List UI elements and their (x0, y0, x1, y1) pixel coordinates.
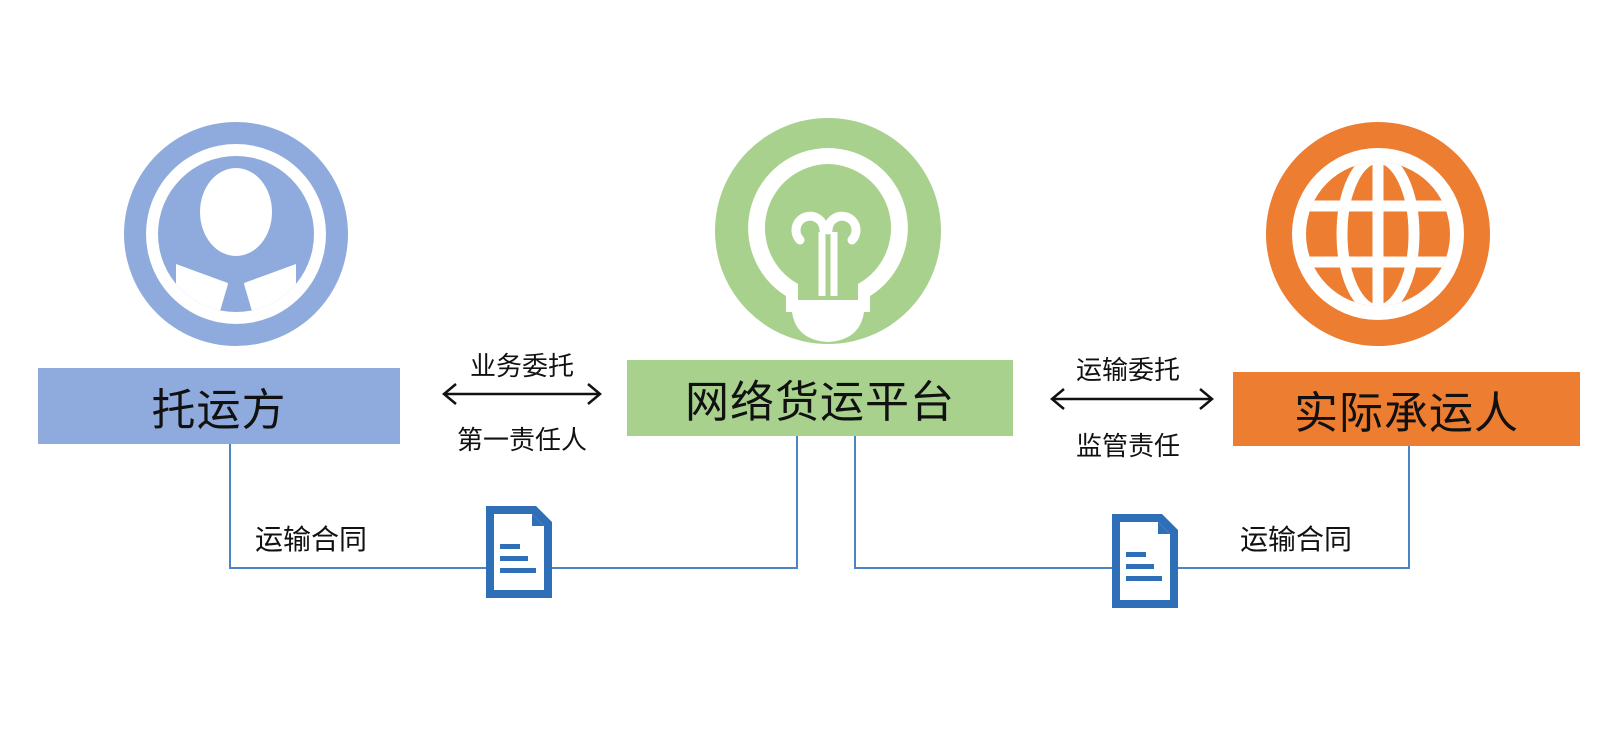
connector-platform-right-down (854, 436, 856, 569)
connector-shipper-down (229, 444, 231, 569)
contract-right-label: 运输合同 (1240, 523, 1353, 556)
connector-carrier-down (1408, 446, 1410, 569)
node-shipper: 托运方 (38, 368, 400, 444)
relation-left-bottom: 第一责任人 (456, 426, 587, 456)
connector-left-horizontal (229, 567, 798, 569)
connector-right-horizontal (854, 567, 1410, 569)
contract-left-label: 运输合同 (255, 523, 368, 556)
node-carrier-label: 实际承运人 (1294, 388, 1519, 439)
node-shipper-label: 托运方 (151, 385, 287, 436)
relation-right-top: 运输委托 (1075, 356, 1180, 386)
node-platform: 网络货运平台 (627, 360, 1013, 436)
node-carrier: 实际承运人 (1233, 372, 1580, 446)
relation-left-top: 业务委托 (469, 352, 574, 382)
connector-platform-left-down (796, 436, 798, 569)
relation-right-bottom: 监管责任 (1075, 432, 1180, 462)
node-platform-label: 网络货运平台 (685, 377, 955, 428)
